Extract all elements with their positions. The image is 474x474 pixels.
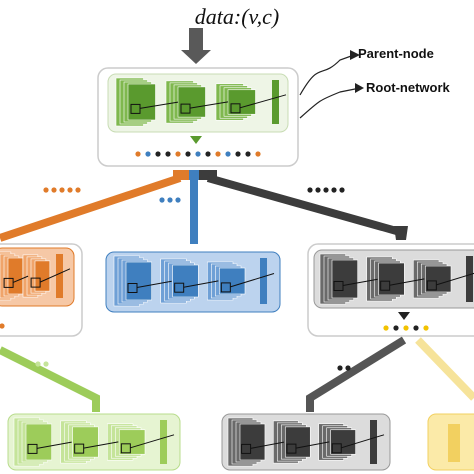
parent-node-leader — [299, 54, 355, 96]
blue-node — [105, 251, 281, 313]
parent-node-label: Parent-node — [358, 46, 434, 61]
orange-node — [0, 243, 83, 337]
dark-child-node — [221, 413, 391, 471]
root-node — [97, 67, 299, 167]
orange-branch — [0, 174, 182, 242]
input-arrow — [181, 28, 211, 64]
dark-branch — [206, 174, 402, 236]
yellow-node — [427, 413, 474, 471]
yellow-branch — [415, 337, 474, 401]
input-data-label: data:(v,c) — [194, 4, 280, 29]
lightgreen-branch — [0, 346, 100, 412]
root-network-leader — [299, 87, 361, 119]
root-network-label: Root-network — [366, 80, 450, 95]
lightgreen-node — [7, 413, 181, 471]
dark-node — [307, 243, 474, 337]
blue-dots — [159, 197, 181, 203]
root-output-arrow — [190, 136, 202, 144]
orange-dots — [43, 187, 81, 193]
dark-child-branch — [306, 336, 407, 412]
dark-dots — [307, 187, 345, 193]
